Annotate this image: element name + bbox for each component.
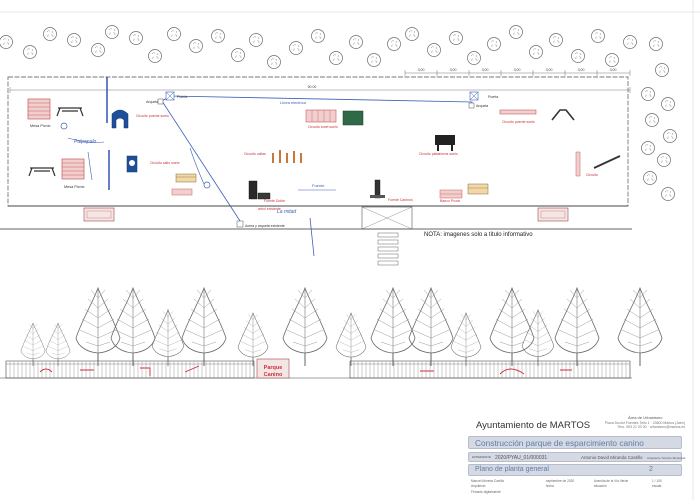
park-sign: Parque Canino (256, 358, 290, 379)
picnic-table-2: Mesa Picnic (28, 158, 85, 189)
agility-weave-poles: Circuito vallas (244, 150, 302, 163)
dim-segment: 3,00 (610, 68, 617, 72)
entrance-gate (361, 206, 413, 266)
equipment-label: Fuente Caninos (388, 198, 413, 202)
equipment-label: Circuito vallas (244, 152, 266, 156)
handwritten-note: Fuente (312, 183, 325, 188)
dim-segment: 3,00 (450, 68, 457, 72)
agility-jump-hoop: Circuito salto suelo (126, 155, 180, 173)
organization-name: Ayuntamiento de MARTOS (476, 420, 591, 431)
signer-name: Manuel Moreno Carrillo (471, 479, 505, 483)
drawing-date: septiembre de 2020 (546, 479, 575, 483)
bush-column-right (641, 63, 677, 201)
equipment-label: Circuito puente suelo (136, 114, 169, 118)
title-block-footer: Manuel Moreno Carrillo Arquitecto septie… (468, 478, 682, 496)
file-number: 2020/PYAU_01/000031 (495, 455, 548, 461)
plan-title: Plano de planta general (475, 466, 549, 473)
equipment-label: Circuito puente suelo (502, 120, 535, 124)
dog-fountain: Fuente Doble (248, 180, 285, 203)
elevation-trees (20, 287, 663, 367)
manhole-label: Arqueta (146, 100, 158, 104)
dim-segment: 3,00 (482, 68, 489, 72)
title-block: Ayuntamiento de MARTOS Área de Urbanismo… (468, 414, 690, 498)
drinking-fountain-center: Fuente Caninos (370, 179, 413, 202)
existing-tree: arbol existente (258, 207, 281, 211)
signer-role: Arquitecto (471, 484, 486, 488)
note-images-informative: NOTA: imagenes solo a titulo informativo (424, 232, 533, 238)
file-label: EXPEDIENTE (472, 455, 492, 459)
handwritten-note: Palpapalo (74, 139, 96, 145)
drawing-scale-label: escala (652, 484, 662, 488)
site-location: Avenida de la Vía Verde (594, 479, 629, 483)
author-role: Arquitecto Técnico Municipal (647, 456, 686, 460)
manhole-label: Arqueta (476, 104, 488, 108)
department-name: Área de Urbanismo (628, 415, 663, 420)
dim-segment: 3,00 (418, 68, 425, 72)
agility-ramp-bridge: Circuito puente suelo (499, 109, 575, 124)
project-title: Construcción parque de esparcimiento can… (468, 436, 682, 449)
address-line: Plaza Doctor Fuentes Tello 1 · 23600 Mar… (604, 421, 685, 425)
equipment-label: Circuito (586, 173, 598, 177)
handwritten-annotations: Palpapalo Fuente La mitad (60, 77, 336, 257)
elevation-fence-posts (5, 361, 631, 378)
plan-title-row: Plano de planta general 2 (468, 464, 682, 476)
equipment-label: Circuito tunel suelo (308, 125, 338, 129)
site-location-label: situación (594, 484, 607, 488)
agility-bridge-arch: Circuito puente suelo (111, 109, 169, 129)
equipment-label: Banco Picnic (440, 199, 460, 203)
drawing-date-label: fecha (546, 484, 554, 488)
gate-label: Puerta (488, 95, 498, 99)
elevation-fence (0, 360, 632, 379)
address-line: Tfno. 953 21 00 00 · urbanismo@martos.es (617, 425, 685, 429)
dim-total-label: 90,00 (308, 85, 317, 89)
file-author-row: EXPEDIENTE 2020/PYAU_01/000031 Antonio D… (468, 452, 686, 462)
electrical-line: Linea electrica Puerta Puerta Arqueta Ar… (146, 91, 498, 228)
dim-segment: 3,00 (546, 68, 553, 72)
dim-segment: 3,00 (578, 68, 585, 72)
equipment-label: Fuente Doble (264, 199, 285, 203)
sidewalk-manhole-label: Acera y arqueta existente (245, 224, 285, 228)
park-fence (7, 76, 629, 207)
equipment-label: Circuito salto suelo (150, 161, 180, 165)
walkway-strip (0, 207, 632, 230)
drawing-scale: 1 / 100 (652, 479, 662, 483)
park-sign-line1: Parque (264, 365, 283, 371)
electrical-line-label: Linea electrica (280, 100, 307, 105)
handwritten-note: La mitad (277, 209, 296, 215)
agility-seesaw: Circuito (575, 151, 621, 177)
existing-tree-label: arbol existente (258, 207, 281, 211)
organization-address: Plaza Doctor Fuentes Tello 1 · 23600 Mar… (580, 421, 685, 429)
gate-label: Puerta (177, 95, 187, 99)
bush-row-top (0, 25, 663, 69)
signature-note: Firmado digitalmente (471, 490, 501, 494)
bench-left (171, 173, 197, 196)
picnic-table-1: Mesa Picnic (27, 98, 84, 128)
elevation-red-equipment (39, 365, 572, 376)
dim-segment: 3,00 (514, 68, 521, 72)
picnic-label: Mesa Picnic (30, 124, 51, 128)
dimension-line-top: 90,00 3,00 3,00 3,00 3,00 3,00 3,00 3,00 (9, 68, 631, 93)
agility-tunnel: Circuito tunel suelo (305, 109, 364, 129)
park-sign-line2: Canino (264, 372, 283, 378)
equipment-label: Circuito plataforma suelo (419, 152, 458, 156)
author-name: Antonio David Miranda Castillo (581, 455, 643, 460)
picnic-label: Mesa Picnic (64, 185, 85, 189)
plan-number: 2 (649, 466, 653, 473)
agility-platform: Circuito plataforma suelo (419, 135, 458, 156)
bench-center-right: Banco Picnic (439, 183, 489, 203)
